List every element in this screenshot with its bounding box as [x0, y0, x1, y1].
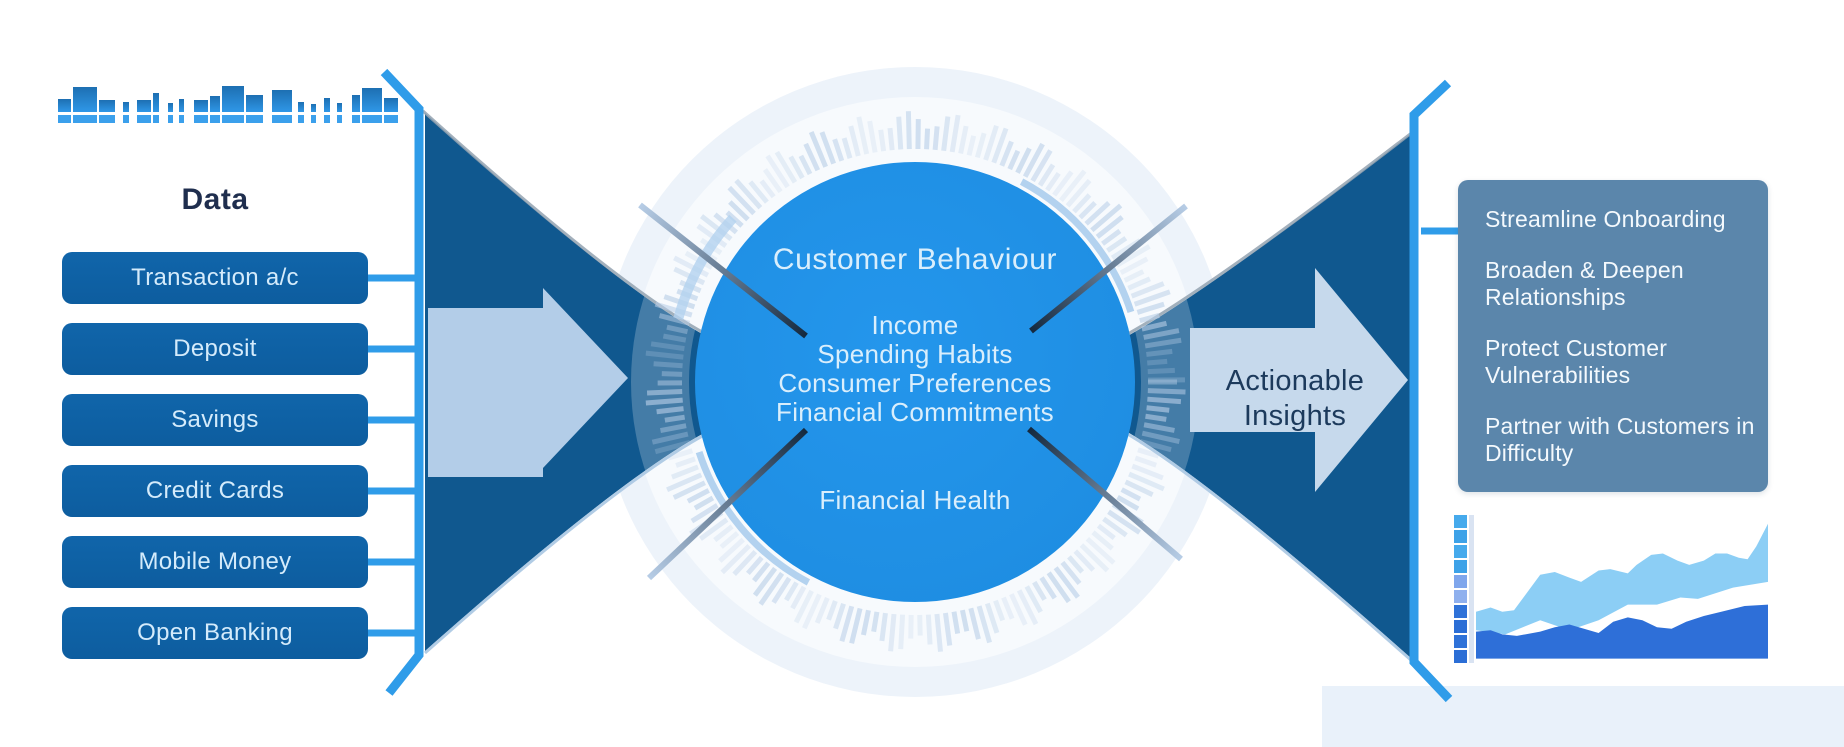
circle-factors: Income Spending Habits Consumer Preferen… [665, 311, 1165, 427]
left-bracket [384, 72, 419, 693]
source-transaction-ac: Transaction a/c [62, 252, 368, 304]
skyline-decoration [58, 86, 398, 123]
chart-axis-squares [1454, 515, 1467, 663]
outcome-protect-vulnerabilities: Protect Customer Vulnerabilities [1485, 335, 1756, 389]
factor-financial-commitments: Financial Commitments [665, 398, 1165, 427]
trend-mini-chart [1440, 505, 1844, 680]
left-connectors [368, 278, 415, 633]
source-credit-cards: Credit Cards [62, 465, 368, 517]
source-deposit: Deposit [62, 323, 368, 375]
skyline-strips [58, 115, 398, 123]
skyline-bars [58, 86, 398, 112]
actionable-insights-label: Actionable Insights [1185, 364, 1405, 434]
outcome-streamline-onboarding: Streamline Onboarding [1485, 206, 1756, 233]
source-mobile-money: Mobile Money [62, 536, 368, 588]
chart-axis-bar [1469, 515, 1474, 663]
bottom-right-strip [1322, 686, 1844, 747]
outcome-partner-difficulty: Partner with Customers in Difficulty [1485, 413, 1756, 467]
factor-income: Income [665, 311, 1165, 340]
data-heading: Data [62, 183, 368, 217]
circle-footer: Financial Health [715, 485, 1115, 516]
factor-spending-habits: Spending Habits [665, 340, 1165, 369]
outcomes-box: Streamline Onboarding Broaden & Deepen R… [1458, 180, 1768, 492]
factor-consumer-preferences: Consumer Preferences [665, 369, 1165, 398]
source-open-banking: Open Banking [62, 607, 368, 659]
source-savings: Savings [62, 394, 368, 446]
circle-title: Customer Behaviour [635, 243, 1195, 277]
outcome-broaden-deepen: Broaden & Deepen Relationships [1485, 257, 1756, 311]
